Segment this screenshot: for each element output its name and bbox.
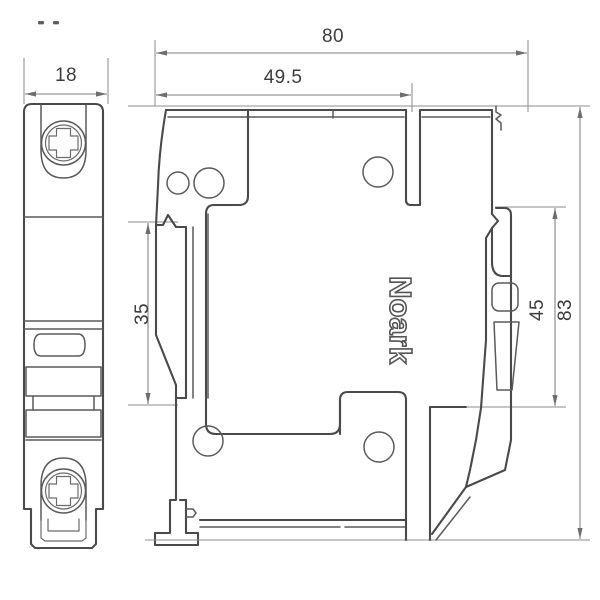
mounting-hole-small-upper — [166, 171, 190, 195]
mounting-hole-lower-left — [192, 425, 224, 457]
dimension-label-35: 35 — [132, 303, 153, 325]
dimension-width-18: 18 — [23, 58, 109, 104]
mounting-hole-upper-right — [362, 156, 394, 188]
dimension-label-83: 83 — [555, 299, 576, 321]
front-view-body — [22, 102, 105, 550]
side-view: 80 49.5 35 45 — [128, 26, 590, 547]
scan-artifact-marks — [38, 21, 59, 25]
clip-kink-detail — [495, 105, 502, 131]
terminal-window-upper — [491, 282, 519, 312]
mounting-hole-large-upper — [193, 167, 225, 199]
brand-logo-noark: Noark — [383, 276, 418, 365]
terminal-clip — [428, 198, 520, 542]
dimension-depth-80: 80 — [154, 26, 529, 112]
mounting-hole-lower-right — [363, 431, 395, 463]
dimension-rail-35: 35 — [128, 221, 178, 406]
dimension-depth-49-5: 49.5 — [156, 67, 413, 112]
dimension-label-45: 45 — [527, 299, 548, 321]
dimension-label-18: 18 — [55, 65, 77, 86]
terminal-slot-lower — [493, 321, 520, 391]
front-view: 18 — [22, 58, 109, 550]
dimension-label-80: 80 — [322, 26, 344, 47]
side-view-body: Noark — [145, 105, 590, 547]
dimension-label-49-5: 49.5 — [264, 67, 303, 88]
